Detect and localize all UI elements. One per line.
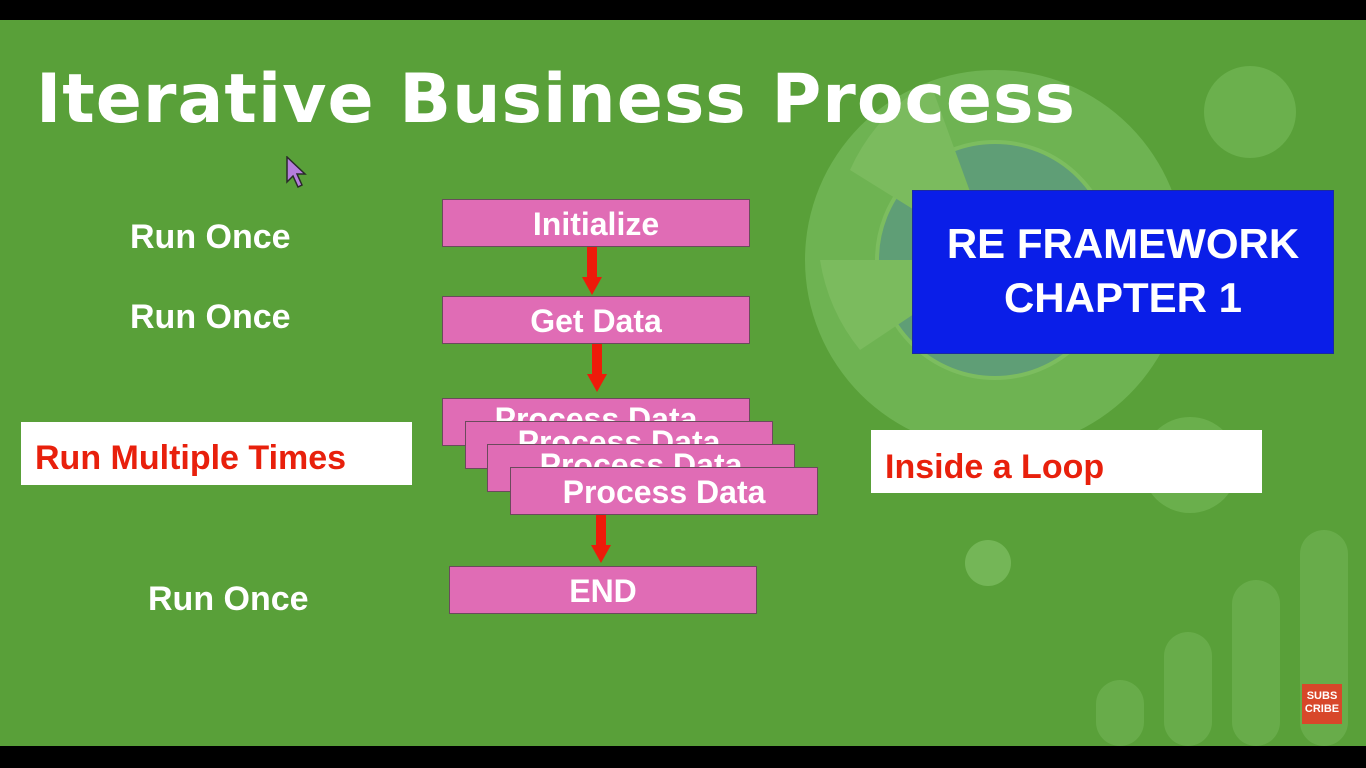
run-once-label: Run Once bbox=[148, 580, 309, 618]
subscribe-button[interactable]: SUBS CRIBE bbox=[1302, 684, 1342, 724]
inside-loop-label: Inside a Loop bbox=[885, 448, 1105, 486]
mouse-cursor-icon bbox=[286, 156, 307, 189]
subscribe-text: CRIBE bbox=[1304, 703, 1340, 715]
inside-loop-box: Inside a Loop bbox=[871, 430, 1262, 493]
step-end: END bbox=[449, 566, 757, 614]
badge-line: CHAPTER 1 bbox=[1003, 274, 1243, 321]
badge-line: RE FRAMEWORK bbox=[946, 220, 1300, 267]
subscribe-text: SUBS bbox=[1306, 690, 1338, 702]
step-process-data: Process Data bbox=[510, 467, 818, 515]
slide: Iterative Business Process Run Once Run … bbox=[0, 20, 1366, 746]
step-get-data: Get Data bbox=[442, 296, 750, 344]
arrow-down-icon bbox=[582, 247, 602, 295]
step-initialize: Initialize bbox=[442, 199, 750, 247]
arrow-down-icon bbox=[587, 344, 607, 392]
arrow-down-icon bbox=[591, 515, 611, 563]
re-framework-badge: RE FRAMEWORK CHAPTER 1 bbox=[912, 190, 1334, 354]
run-once-label: Run Once bbox=[130, 218, 291, 256]
run-multiple-times-box: Run Multiple Times bbox=[21, 422, 412, 485]
run-multiple-times-label: Run Multiple Times bbox=[35, 439, 347, 477]
run-once-label: Run Once bbox=[130, 298, 291, 336]
slide-title: Iterative Business Process bbox=[36, 60, 1076, 139]
